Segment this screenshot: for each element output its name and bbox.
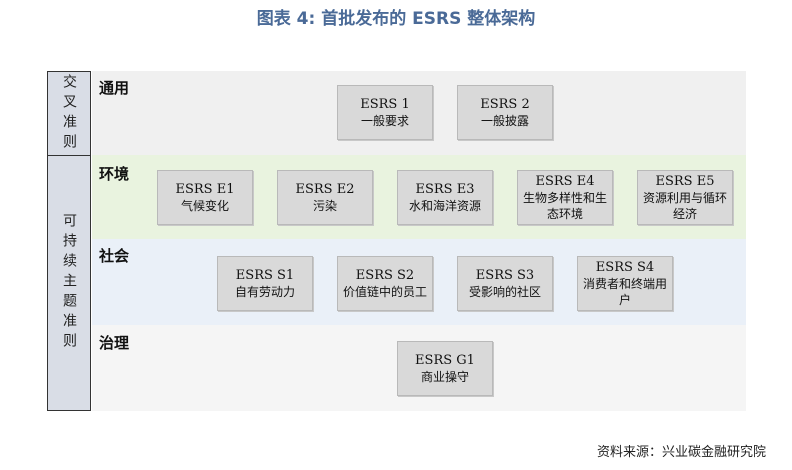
cross-cutting-label-box: 交叉准则 [47,71,91,156]
standard-name: 生物多样性和生态环境 [522,190,607,221]
standard-box-esrs-e5: ESRS E5 资源利用与循环经济 [637,170,733,225]
standard-code: ESRS E5 [655,173,715,189]
category-environment: 环境 [99,165,130,183]
standard-code: ESRS E4 [535,173,595,189]
figure-title: 图表 4: 首批发布的 ESRS 整体架构 [256,9,536,29]
standard-box-esrs-s1: ESRS S1 自有劳动力 [217,256,313,311]
category-general: 通用 [99,79,130,97]
standard-name: 资源利用与循环经济 [642,190,727,221]
standard-code: ESRS S2 [355,267,415,283]
standard-box-esrs-s2: ESRS S2 价值链中的员工 [337,256,433,311]
topical-label-box: 可持续主题准则 [47,155,91,411]
standard-box-esrs-2: ESRS 2 一般披露 [457,85,553,140]
standard-name: 受影响的社区 [468,284,541,299]
category-social: 社会 [99,247,130,265]
standard-box-esrs-g1: ESRS G1 商业操守 [397,341,493,396]
standard-name: 消费者和终端用户 [582,276,667,307]
standard-name: 一般披露 [480,113,529,128]
standard-name: 价值链中的员工 [342,284,427,299]
standard-code: ESRS G1 [415,352,475,368]
category-governance: 治理 [99,334,130,352]
standard-code: ESRS 2 [480,96,530,112]
standard-box-esrs-e2: ESRS E2 污染 [277,170,373,225]
standard-code: ESRS S4 [595,259,655,275]
standard-box-esrs-1: ESRS 1 一般要求 [337,85,433,140]
standard-name: 自有劳动力 [234,284,295,299]
standard-box-esrs-e1: ESRS E1 气候变化 [157,170,253,225]
source-note: 资料来源：兴业碳金融研究院 [596,445,766,460]
standard-name: 水和海洋资源 [408,198,481,213]
standard-code: ESRS E2 [295,181,355,197]
topical-label: 可持续主题准则 [61,213,77,353]
standard-name: 污染 [312,198,337,213]
standard-name: 一般要求 [360,113,409,128]
standard-code: ESRS E1 [175,181,235,197]
cross-cutting-label: 交叉准则 [61,73,77,154]
standard-box-esrs-s3: ESRS S3 受影响的社区 [457,256,553,311]
standard-name: 气候变化 [180,198,229,213]
standard-name: 商业操守 [420,369,469,384]
standard-code: ESRS 1 [360,96,410,112]
standard-code: ESRS S1 [235,267,295,283]
esrs-architecture-diagram: 交叉准则 可持续主题准则 通用 环境 社会 治理 ESRS 1 一般要求 ESR… [47,71,747,411]
standard-code: ESRS E3 [415,181,475,197]
standard-box-esrs-e4: ESRS E4 生物多样性和生态环境 [517,170,613,225]
standard-code: ESRS S3 [475,267,535,283]
standard-box-esrs-e3: ESRS E3 水和海洋资源 [397,170,493,225]
standard-box-esrs-s4: ESRS S4 消费者和终端用户 [577,256,673,311]
